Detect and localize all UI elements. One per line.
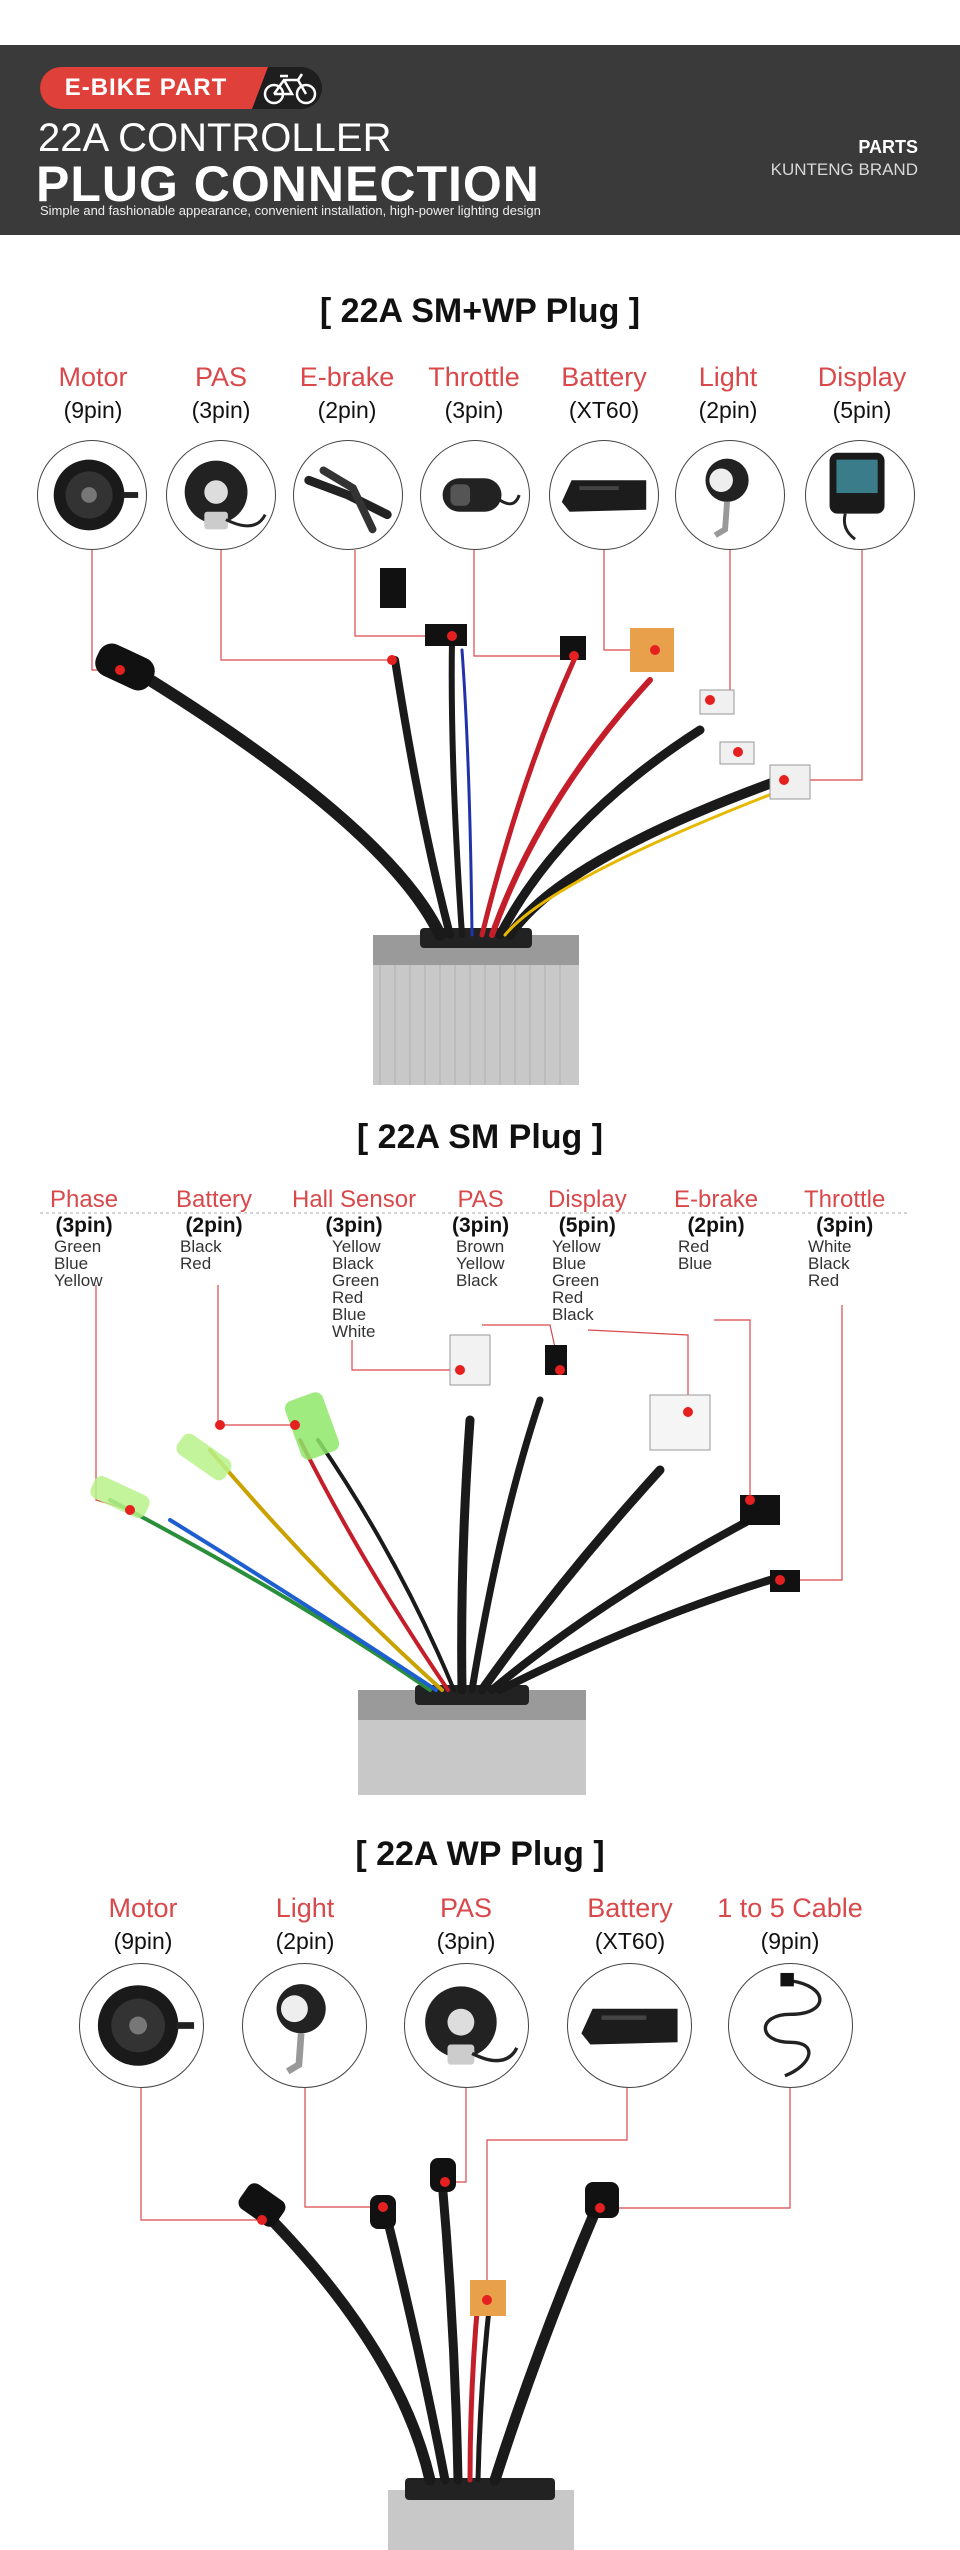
- battery-icon: [567, 1963, 692, 2088]
- s3-label-pas: PAS(3pin): [436, 1893, 496, 1954]
- section3-harness: [140, 2088, 791, 2550]
- pas-sensor-icon: [166, 440, 276, 550]
- pas-sensor-icon: [404, 1963, 529, 2088]
- hub-motor-icon: [37, 440, 147, 550]
- s1-label-pas: PAS(3pin): [191, 362, 251, 423]
- title-line-1: 22A CONTROLLER: [38, 116, 392, 160]
- headlight-icon: [242, 1963, 367, 2088]
- s1-label-light: Light(2pin): [698, 362, 758, 423]
- section2-divider: [40, 1212, 910, 1214]
- brand-name: KUNTENG BRAND: [770, 160, 918, 179]
- s3-label-battery: Battery(XT60): [587, 1893, 673, 1954]
- section1-title: [ 22A SM+WP Plug ]: [319, 292, 641, 330]
- s3-label-cable: 1 to 5 Cable(9pin): [717, 1893, 863, 1954]
- hub-motor-icon: [79, 1963, 204, 2088]
- title-line-2: PLUG CONNECTION: [36, 156, 540, 212]
- section2-title: [ 22A SM Plug ]: [356, 1118, 604, 1156]
- s1-label-motor: Motor(9pin): [58, 362, 128, 423]
- bicycle-icon: [263, 73, 317, 105]
- s3-label-light: Light(2pin): [275, 1893, 335, 1954]
- lcd-display-icon: [805, 440, 915, 550]
- section2-harness: [90, 1285, 843, 1795]
- section1-harness: [91, 550, 863, 1085]
- s1-label-ebrake: E-brake(2pin): [299, 362, 395, 423]
- brand-label: E-BIKE PART: [40, 67, 268, 109]
- throttle-icon: [420, 440, 530, 550]
- s3-label-motor: Motor(9pin): [108, 1893, 178, 1954]
- battery-icon: [549, 440, 659, 550]
- s1-label-display: Display(5pin): [817, 362, 907, 423]
- headlight-icon: [675, 440, 785, 550]
- header-subtitle: Simple and fashionable appearance, conve…: [40, 203, 541, 218]
- parts-label: PARTS: [858, 137, 918, 157]
- cable-icon: [728, 1963, 853, 2088]
- header-banner: E-BIKE PART 22A CONTROLLER PLUG CONNECTI…: [0, 45, 960, 235]
- brake-lever-icon: [293, 440, 403, 550]
- brand-badge: E-BIKE PART: [40, 67, 322, 109]
- section3-title: [ 22A WP Plug ]: [355, 1835, 605, 1873]
- s1-label-throttle: Throttle(3pin): [428, 362, 520, 423]
- s1-label-battery: Battery(XT60): [561, 362, 647, 423]
